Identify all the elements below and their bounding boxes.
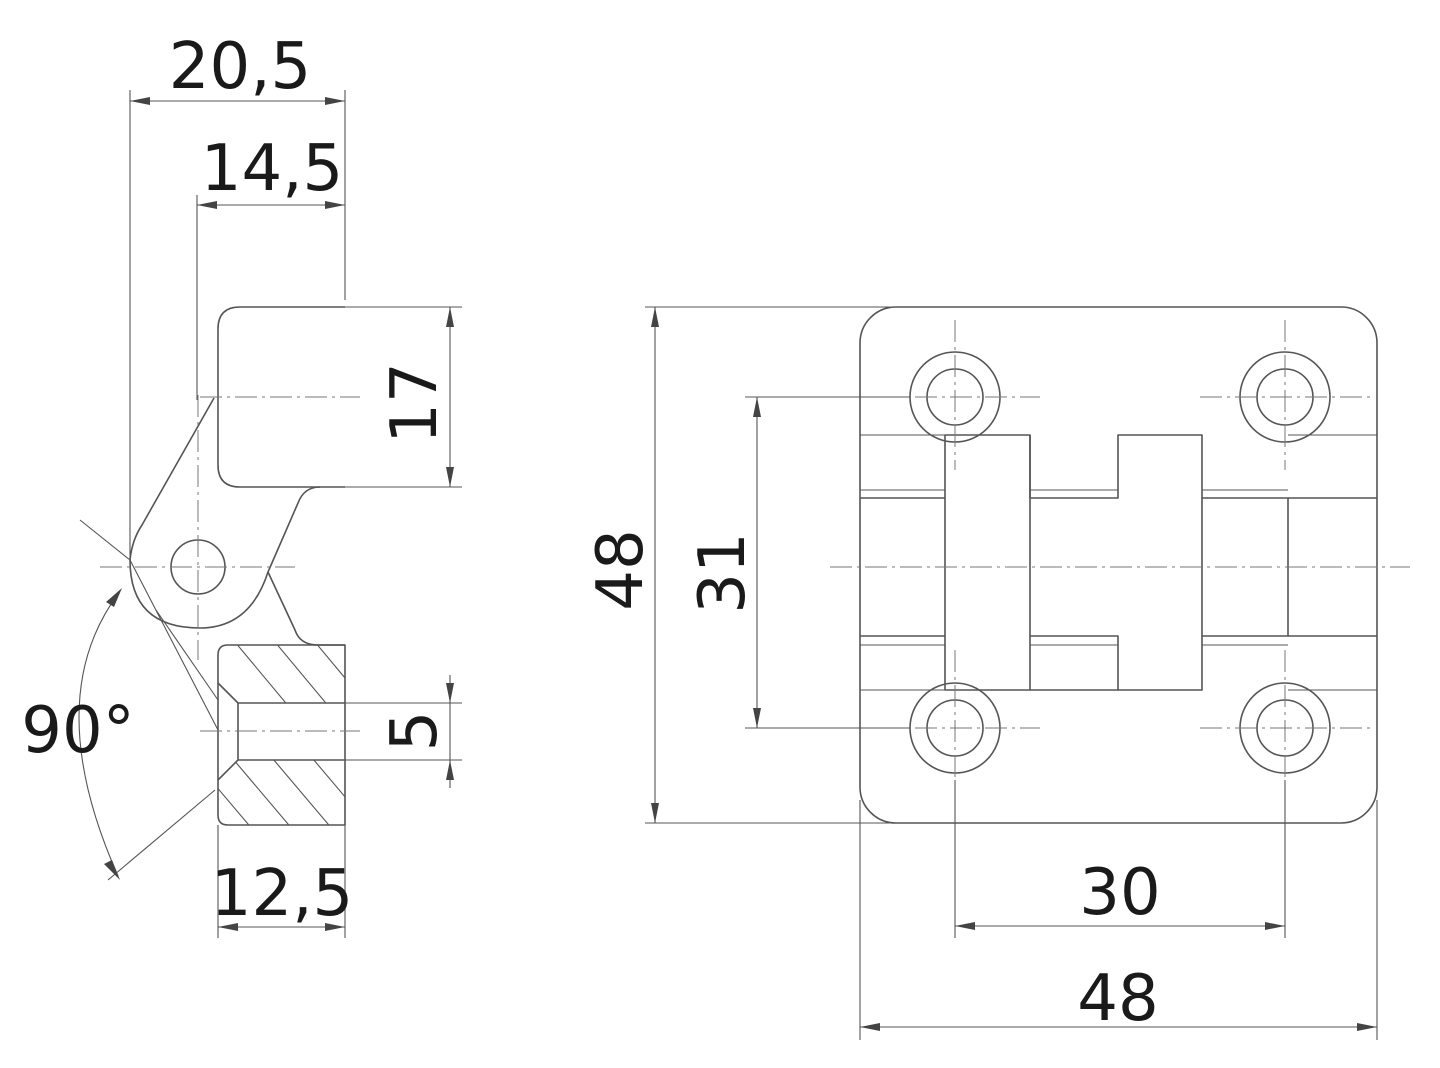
dim-label-90: 90° (21, 694, 134, 768)
front-view: 48 31 30 48 (584, 306, 1410, 1040)
dim-label-14-5: 14,5 (201, 132, 344, 206)
side-section-hatching (218, 645, 345, 703)
dim-label-12-5: 12,5 (211, 857, 354, 931)
side-view: 20,5 14,5 17 5 12,5 (21, 30, 462, 938)
dim-front-width: 48 (860, 962, 1377, 1036)
side-knuckle-flank (267, 571, 345, 646)
dim-side-leaf-height: 17 (378, 307, 454, 487)
front-plate-outline (859, 306, 1378, 824)
dim-label-31: 31 (686, 532, 760, 613)
dim-front-hole-pitch-horizontal: 30 (955, 856, 1285, 930)
side-lower-leaf (217, 644, 346, 826)
dim-front-height: 48 (584, 307, 659, 823)
front-knuckle-center (1029, 434, 1203, 691)
dim-label-20-5: 20,5 (169, 30, 312, 104)
dim-label-48-horizontal: 48 (1077, 962, 1158, 1036)
dim-side-leaf-width: 14,5 (197, 132, 345, 209)
dim-label-17: 17 (378, 362, 452, 443)
dim-front-hole-pitch-vertical: 31 (686, 397, 761, 728)
dim-side-thickness: 12,5 (211, 857, 354, 931)
side-rotated-leaf (129, 559, 219, 731)
side-knuckle (129, 397, 321, 629)
front-knuckle-left (944, 434, 1031, 691)
dim-side-overall-width: 20,5 (130, 30, 345, 105)
dim-label-30: 30 (1079, 856, 1160, 930)
dim-side-hole: 5 (378, 675, 454, 788)
dim-label-48-vertical: 48 (584, 529, 658, 610)
dim-label-5: 5 (378, 711, 452, 752)
dim-opening-angle: 90° (21, 588, 135, 880)
